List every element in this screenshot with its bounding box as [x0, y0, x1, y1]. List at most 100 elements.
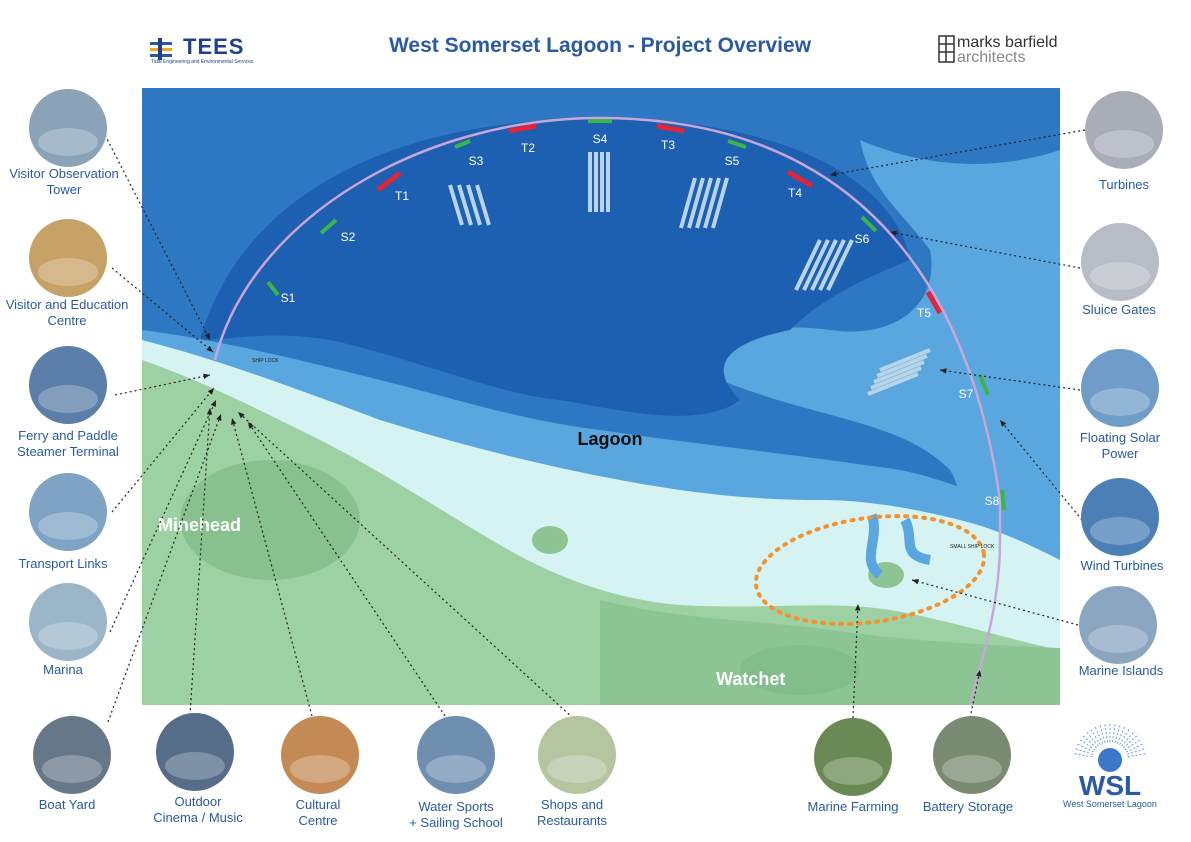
map-base — [142, 88, 1060, 705]
turbine-marker — [376, 171, 402, 192]
leader-right-0-arrowhead — [830, 171, 837, 177]
structure-label-s4: S4 — [593, 132, 608, 146]
feature-label-left-1: Visitor and Education Centre — [5, 297, 129, 328]
leader-left-1 — [111, 267, 214, 353]
thumb-right-2-photo — [1081, 349, 1159, 427]
leader-bottom-4-arrowhead — [854, 604, 861, 611]
feature-label-left-2: Ferry and Paddle Steamer Terminal — [17, 428, 119, 459]
leader-bottom-4 — [852, 603, 859, 719]
leader-bottom-0 — [189, 407, 211, 716]
solar-panel-row — [826, 239, 854, 291]
thumb-left-3-photo — [29, 473, 107, 551]
wsl-logo-name: WSL — [1078, 770, 1142, 801]
land — [142, 360, 1060, 705]
solar-panel-row — [873, 360, 925, 384]
thumb-right-1 — [1081, 223, 1159, 301]
leader-right-3 — [999, 419, 1083, 521]
feature-label-right-2: Floating Solar Power — [1079, 430, 1161, 461]
feature-label-left-5: Boat Yard — [38, 797, 96, 812]
solar-panel-row — [818, 239, 846, 291]
feature-label-left-3: Transport Links — [18, 556, 108, 571]
leader-right-2 — [939, 369, 1081, 391]
thumb-left-1 — [29, 219, 107, 297]
structure-label-s7: S7 — [959, 387, 974, 401]
thumb-right-3 — [1081, 478, 1159, 556]
feature-label-right-0: Turbines — [1098, 177, 1150, 192]
leader-right-1-arrowhead — [890, 230, 897, 236]
thumb-right-0 — [1085, 91, 1163, 169]
feature-label-right-4: Marine Islands — [1078, 663, 1164, 678]
leader-lines — [104, 129, 1086, 723]
thumb-bottom-3-photo — [538, 716, 616, 794]
sluice-marker — [978, 374, 990, 396]
leader-right-4-arrowhead — [912, 579, 919, 585]
leader-left-2 — [114, 374, 211, 396]
leader-arrowheads — [203, 171, 1007, 677]
turbine-marker — [508, 123, 537, 134]
marine-islands-ring — [753, 514, 987, 626]
turbine-marker — [656, 123, 685, 134]
ship-lock-label: SHIP LOCK — [252, 358, 279, 364]
leader-left-1-arrowhead — [206, 345, 213, 352]
solar-panel-row — [695, 177, 713, 229]
minehead-label: Minehead — [158, 515, 241, 535]
structure-label-s2: S2 — [341, 230, 356, 244]
leader-right-0 — [829, 129, 1086, 176]
turbine-marker — [925, 290, 943, 315]
minehead-town — [180, 460, 360, 580]
sluice-marker — [1000, 489, 1006, 511]
leader-right-2-arrowhead — [940, 368, 947, 374]
thumb-left-5 — [33, 716, 111, 794]
thumb-bottom-3 — [538, 716, 616, 794]
thumb-bottom-0-photo — [156, 713, 234, 791]
structure-label-s6: S6 — [855, 232, 870, 246]
structure-label-s8: S8 — [985, 494, 1000, 508]
small-ship-lock-label: SMALL SHIP LOCK — [950, 544, 995, 550]
solar-panel-row — [802, 239, 830, 291]
floating-solar-arrays — [448, 152, 931, 396]
thumb-right-4-photo — [1079, 586, 1157, 664]
thumb-right-3-photo — [1081, 478, 1159, 556]
structure-label-t4: T4 — [788, 186, 802, 200]
leader-bottom-1 — [231, 417, 313, 717]
thumb-bottom-4-photo — [814, 718, 892, 796]
thumb-right-0-photo — [1085, 91, 1163, 169]
leader-bottom-2 — [247, 421, 446, 717]
tees-logo-name: TEES — [183, 34, 245, 59]
solar-panel-row — [703, 177, 721, 229]
thumb-left-2 — [29, 346, 107, 424]
thumb-bottom-1 — [281, 716, 359, 794]
thumb-right-2 — [1081, 349, 1159, 427]
lagoon-label: Lagoon — [578, 429, 643, 449]
wsl-logo-tagline: West Somerset Lagoon — [1063, 799, 1157, 809]
thumb-left-0 — [29, 89, 107, 167]
wsl-logo-icon — [1072, 722, 1148, 772]
thumb-left-3 — [29, 473, 107, 551]
solar-panel-row — [466, 184, 482, 226]
lagoon-deep — [200, 118, 910, 416]
watchet-town — [740, 645, 860, 695]
leader-bottom-0-arrowhead — [206, 408, 213, 415]
turbine-marker — [786, 169, 814, 189]
feature-label-left-4: Marina — [43, 662, 83, 677]
marks-barfield-logo — [938, 34, 1068, 68]
thumb-bottom-5-photo — [933, 716, 1011, 794]
thumb-bottom-4 — [814, 718, 892, 796]
solar-panel-row — [448, 184, 464, 226]
solar-panel-row — [679, 177, 697, 229]
structure-label-t5: T5 — [917, 306, 931, 320]
leader-left-3-arrowhead — [207, 388, 214, 395]
feature-thumbnails — [29, 89, 1163, 796]
feature-label-bottom-5: Battery Storage — [922, 799, 1014, 814]
thumb-left-0-photo — [29, 89, 107, 167]
leader-bottom-2-arrowhead — [248, 422, 254, 429]
structure-label-s5: S5 — [725, 154, 740, 168]
leader-left-0-arrowhead — [204, 333, 210, 340]
thumb-bottom-2-photo — [417, 716, 495, 794]
solar-panel-row — [475, 184, 491, 226]
structure-label-s3: S3 — [469, 154, 484, 168]
thumb-right-4 — [1079, 586, 1157, 664]
solar-panel-row — [457, 184, 473, 226]
